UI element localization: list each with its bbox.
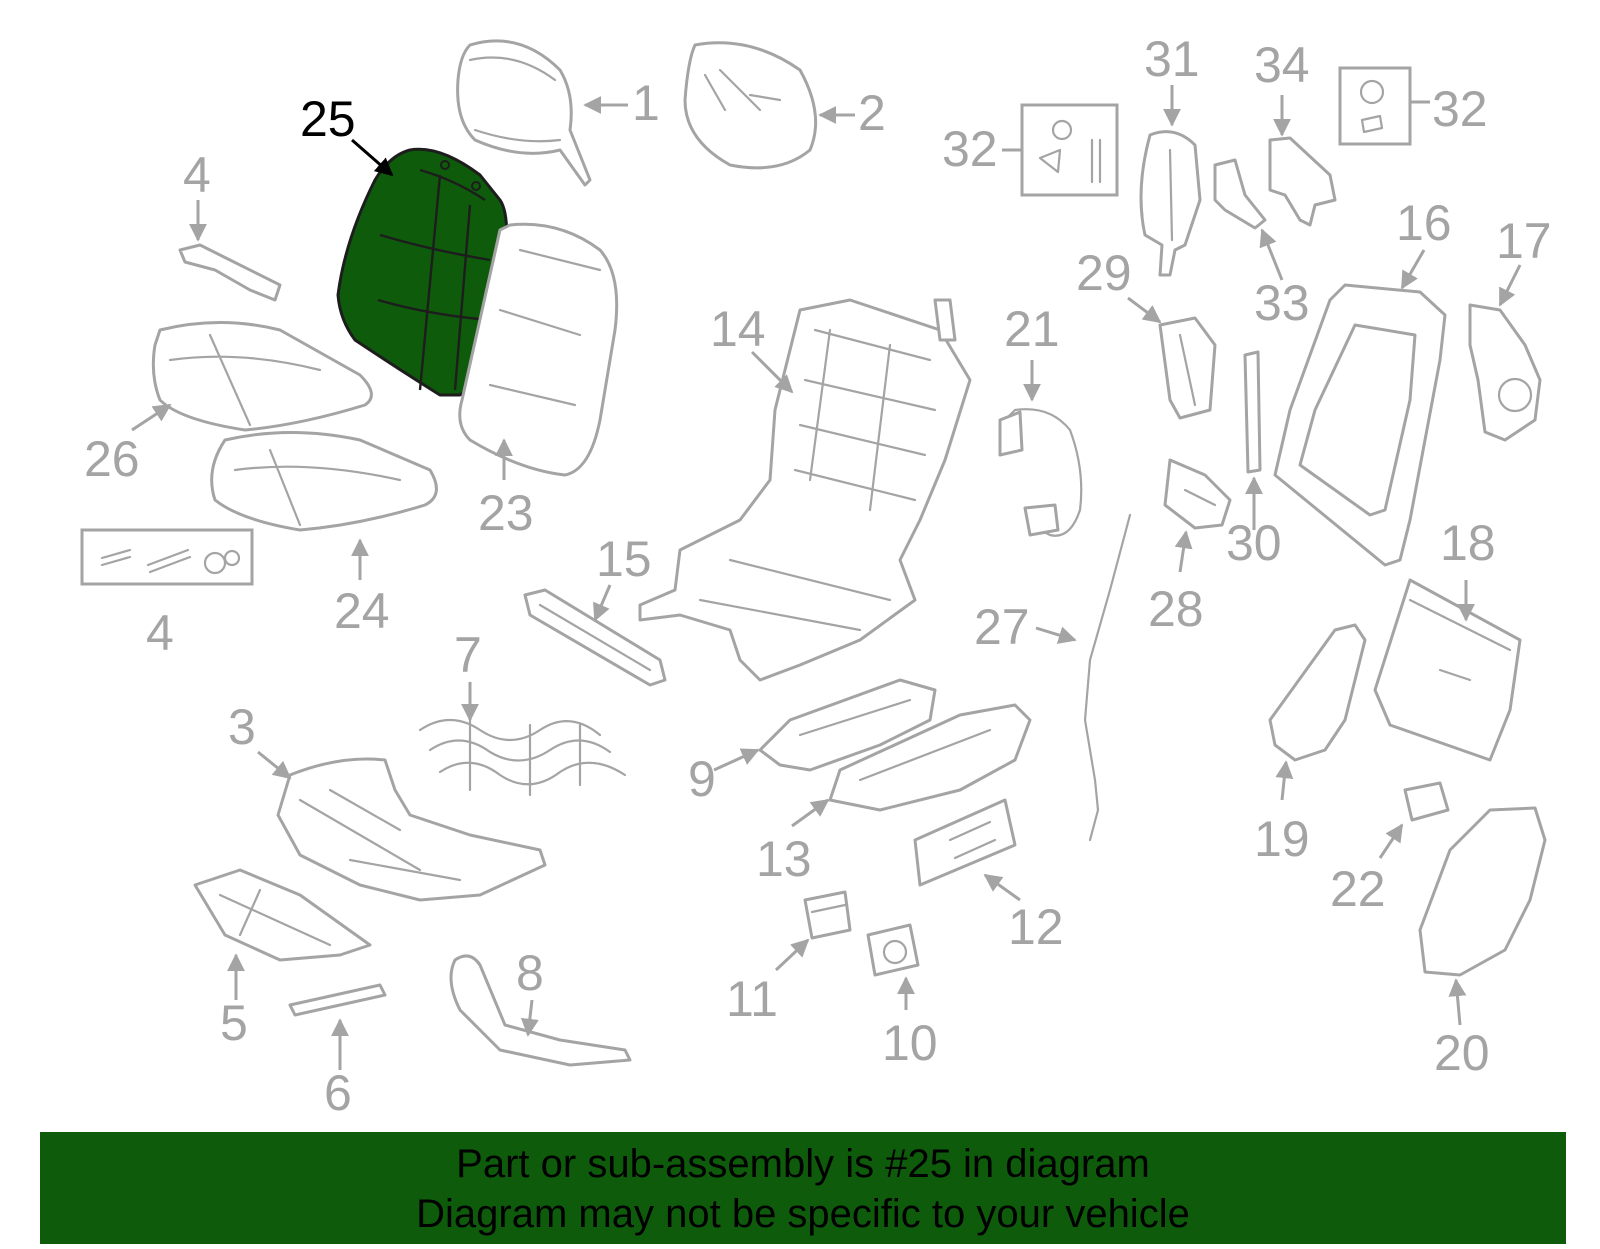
part-28-bezel[interactable] (1163, 458, 1232, 530)
leader-8 (520, 999, 539, 1037)
callout-12: 12 (1008, 899, 1064, 955)
callout-33: 33 (1254, 275, 1310, 331)
part-12-switch-panel[interactable] (913, 798, 1017, 887)
callout-2: 2 (858, 85, 886, 141)
callout-30: 30 (1226, 515, 1282, 571)
callout-15: 15 (596, 531, 652, 587)
part-24-cushion-pad[interactable] (210, 431, 438, 532)
part-4-bracket[interactable] (178, 243, 282, 302)
callout-5: 5 (220, 995, 248, 1051)
leader-29 (1127, 296, 1162, 324)
callout-11: 11 (726, 971, 778, 1027)
part-23-seatback-pad[interactable] (458, 222, 619, 477)
leader-26 (131, 403, 172, 432)
part-5-tray[interactable] (193, 868, 372, 962)
leader-20 (1448, 978, 1467, 1026)
callout-7: 7 (454, 627, 482, 683)
callout-13: 13 (756, 831, 812, 887)
callout-31: 31 (1144, 31, 1200, 87)
part-30-strip[interactable] (1243, 350, 1262, 474)
leader-11 (774, 938, 810, 972)
part-3-seat-pan[interactable] (276, 757, 547, 902)
callout-17: 17 (1496, 213, 1552, 269)
callout-27: 27 (974, 599, 1030, 655)
callout-20: 20 (1434, 1025, 1490, 1081)
part-27-cable[interactable] (1083, 513, 1132, 842)
part-33-guide[interactable] (1213, 158, 1267, 230)
leader-27 (1035, 626, 1077, 644)
leader-17 (1498, 264, 1522, 307)
part-32-hardware-box[interactable] (1020, 103, 1119, 197)
part-20-side-cover[interactable] (1418, 806, 1547, 977)
part-34-bracket[interactable] (1268, 136, 1337, 227)
callout-24: 24 (334, 583, 390, 639)
callout-22: 22 (1330, 861, 1386, 917)
part-10-knob-switch[interactable] (866, 923, 920, 977)
info-banner: Part or sub-assembly is #25 in diagram D… (40, 1132, 1566, 1244)
callout-10: 10 (882, 1015, 938, 1071)
part-2-headrest-cover[interactable] (683, 41, 818, 170)
part-1-headrest[interactable] (456, 39, 592, 187)
part-8-side-trim[interactable] (449, 954, 632, 1067)
part-29-trim-cap[interactable] (1158, 316, 1217, 420)
callout-1: 1 (632, 75, 660, 131)
part-21-wiring[interactable] (998, 408, 1083, 537)
callout-18: 18 (1440, 515, 1496, 571)
callout-29: 29 (1076, 245, 1132, 301)
callout-14: 14 (710, 301, 766, 357)
callout-25: 25 (300, 91, 356, 147)
part-14-seat-frame[interactable] (638, 298, 972, 682)
leader-13 (791, 798, 830, 828)
leader-25 (351, 138, 394, 177)
leader-9 (713, 748, 760, 772)
leader-12 (983, 873, 1021, 902)
callout-16: 16 (1396, 195, 1452, 251)
callout-4-bottom: 4 (146, 605, 174, 661)
leader-28 (1174, 530, 1193, 573)
part-15-track-rail[interactable] (523, 588, 667, 687)
leader-14 (750, 350, 794, 394)
banner-line-part: Part or sub-assembly is #25 in diagram (456, 1142, 1150, 1186)
callout-19: 19 (1254, 811, 1310, 867)
part-6-clip-strip[interactable] (288, 983, 387, 1017)
leader-15 (593, 584, 612, 622)
part-26-cushion-cover[interactable] (151, 321, 373, 432)
part-18-module[interactable] (1373, 578, 1522, 762)
part-4-hardware-kit[interactable] (80, 528, 254, 586)
part-7-seat-springs[interactable] (418, 718, 627, 797)
leader-16 (1400, 249, 1426, 290)
callout-3: 3 (228, 699, 256, 755)
callout-8: 8 (516, 945, 544, 1001)
callout-9: 9 (688, 751, 716, 807)
callout-6: 6 (324, 1065, 352, 1121)
callout-21: 21 (1004, 301, 1060, 357)
leader-19 (1275, 760, 1294, 801)
part-13-side-panel[interactable] (828, 703, 1032, 812)
part-16-back-panel[interactable] (1273, 283, 1447, 567)
callout-32-left: 32 (942, 121, 998, 177)
part-32-nut-bolt-box[interactable] (1338, 66, 1412, 146)
callout-4-top: 4 (183, 147, 211, 203)
part-31-trim-cover[interactable] (1139, 130, 1202, 277)
part-19-trim[interactable] (1268, 623, 1367, 762)
callout-34: 34 (1254, 37, 1310, 93)
leader-33 (1259, 228, 1284, 281)
parts-diagram: 1 2 25 23 4 26 24 (80, 31, 1552, 1121)
part-22-switch[interactable] (1403, 781, 1450, 822)
banner-line-disclaimer: Diagram may not be specific to your vehi… (416, 1192, 1190, 1236)
part-9-bracket[interactable] (758, 678, 937, 772)
part-17-side-bracket[interactable] (1468, 303, 1542, 442)
callout-26: 26 (84, 431, 140, 487)
part-25-seatback-cover-highlighted[interactable] (336, 147, 509, 397)
callout-32-right: 32 (1432, 81, 1488, 137)
callout-28: 28 (1148, 581, 1204, 637)
leader-3 (257, 750, 292, 780)
leader-22 (1378, 823, 1404, 859)
part-11-switch[interactable] (803, 890, 852, 940)
callout-23: 23 (478, 485, 534, 541)
